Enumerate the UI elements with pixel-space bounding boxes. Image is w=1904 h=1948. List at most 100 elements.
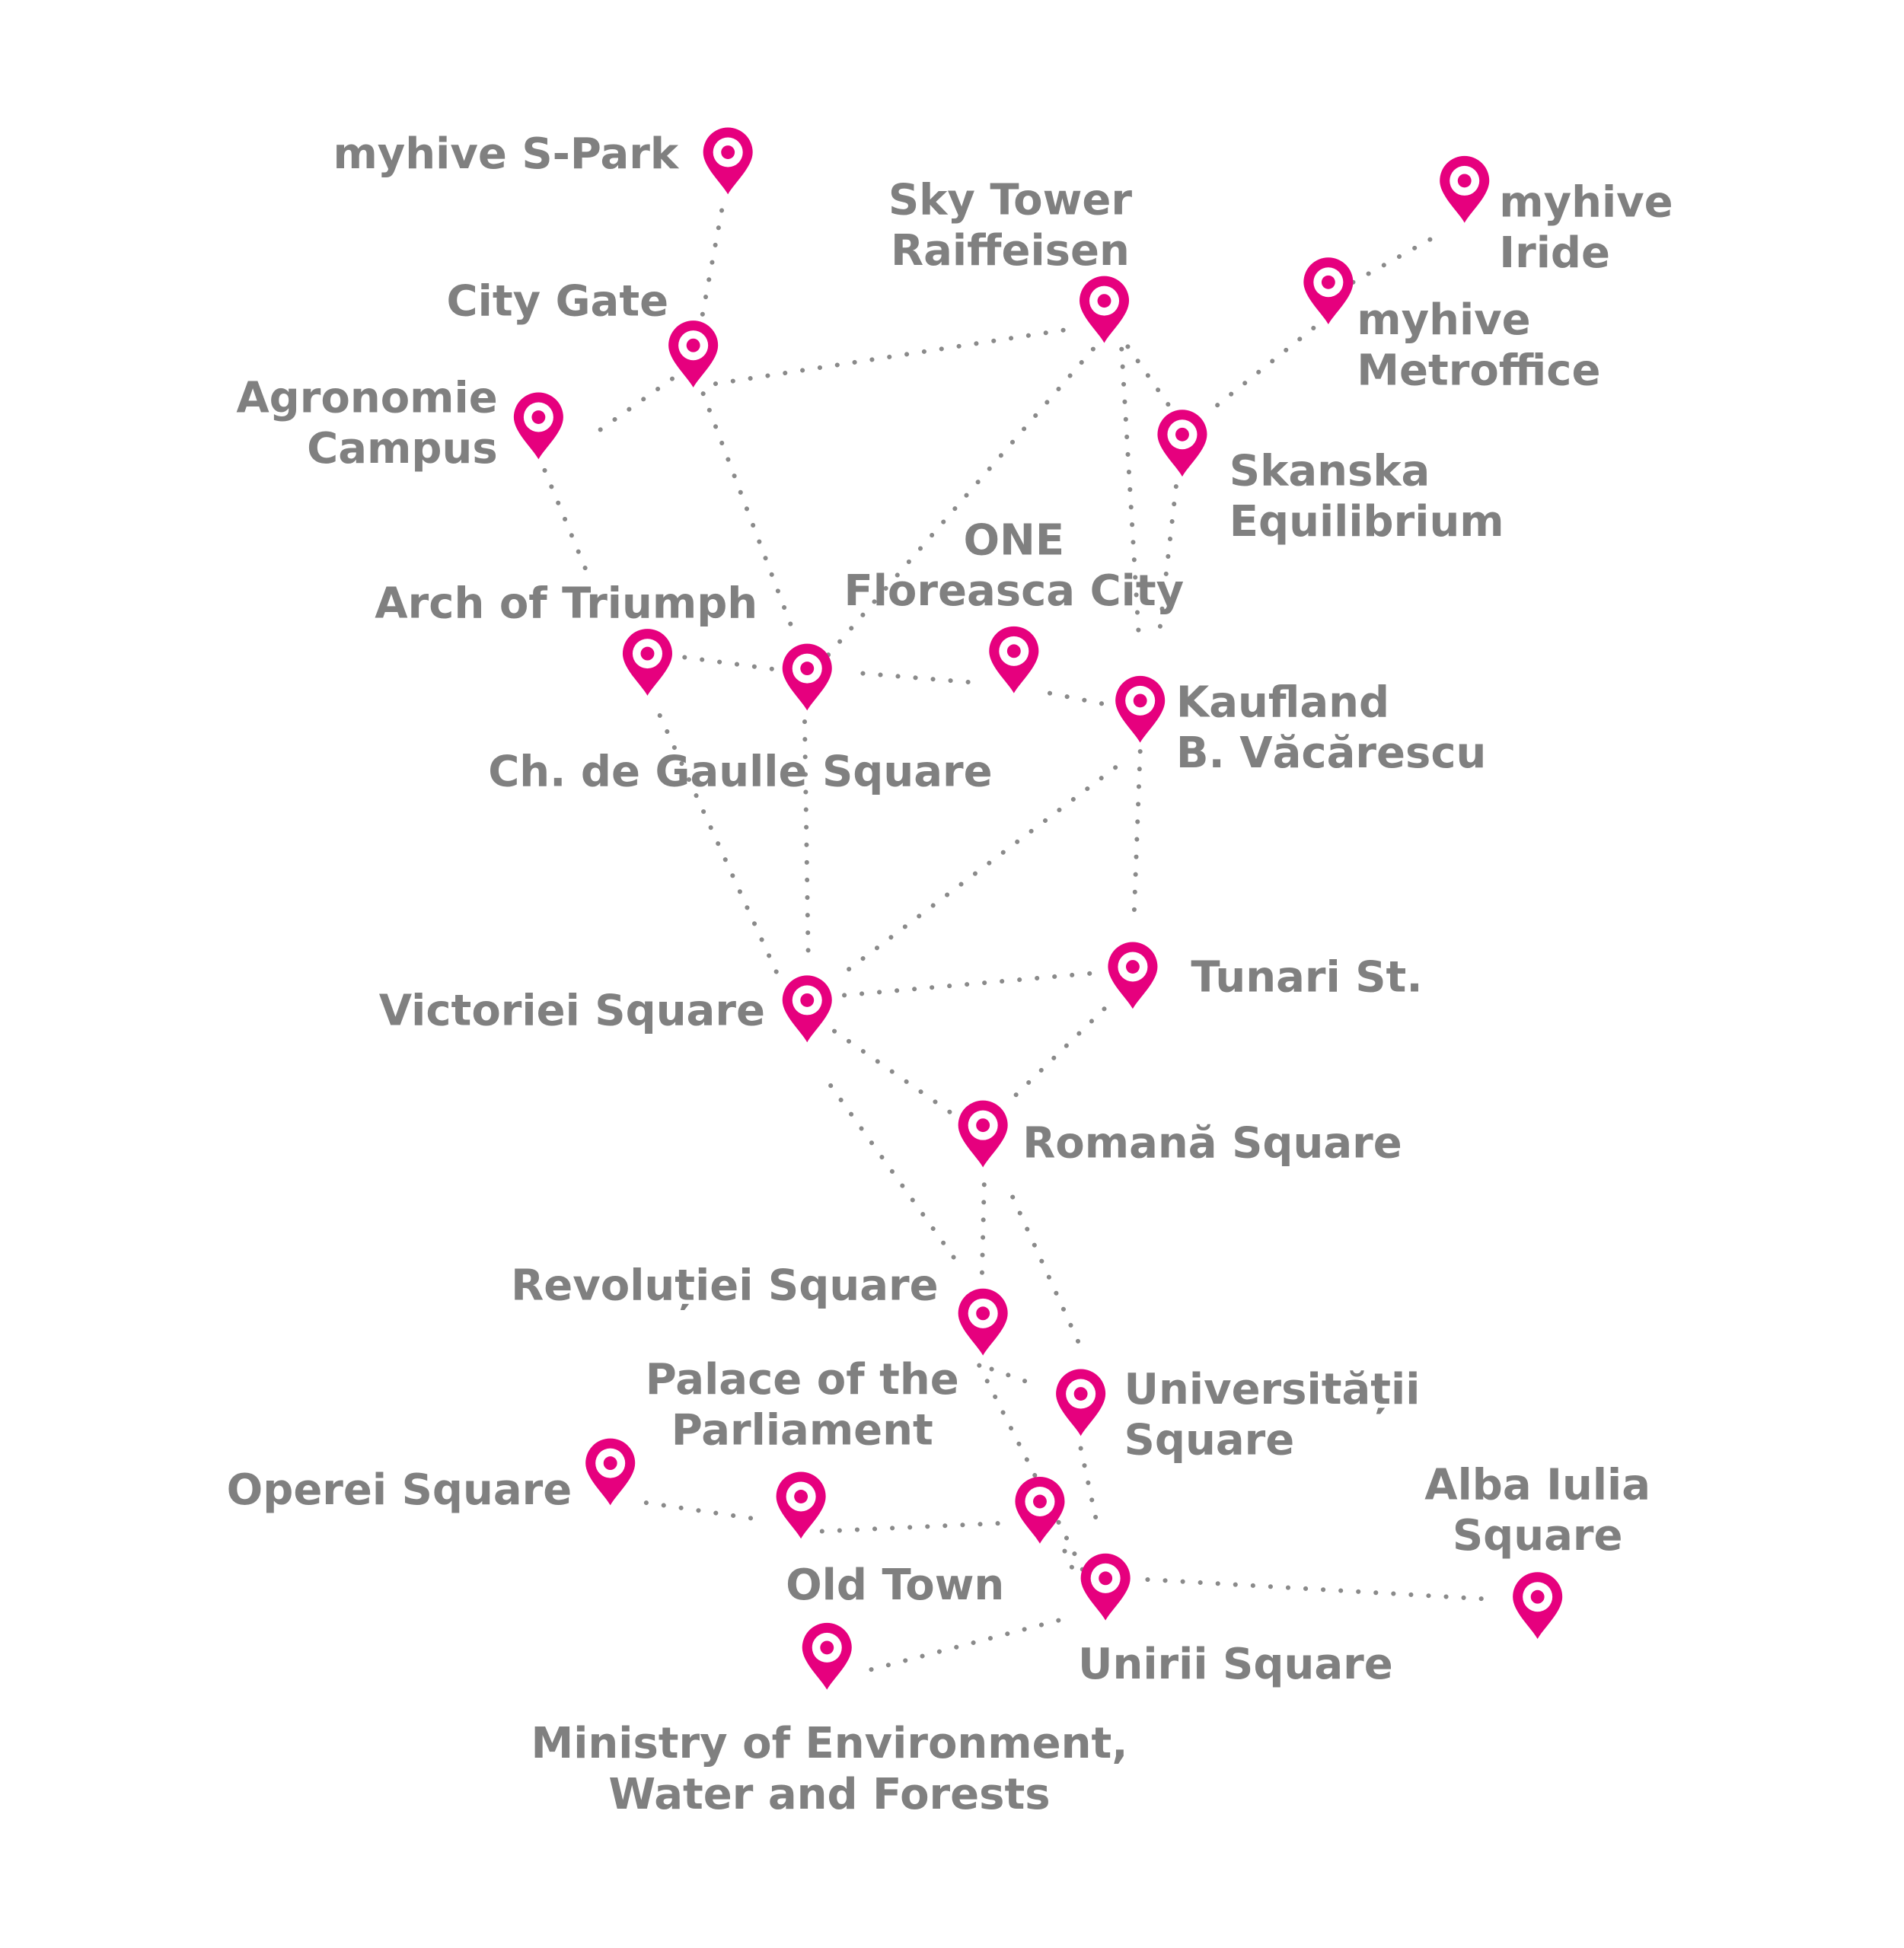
- location-label-line: B. Văcărescu: [1176, 729, 1487, 778]
- location-pin-icon[interactable]: [782, 975, 832, 1043]
- location-pin-icon[interactable]: [782, 643, 832, 711]
- route-segment: [832, 1028, 957, 1118]
- location-label-line: Arch of Triumph: [375, 579, 757, 628]
- route-segment: [713, 325, 1080, 387]
- location-label-line: Unirii Square: [1078, 1640, 1393, 1689]
- route-segment: [589, 376, 675, 438]
- location-pin-icon[interactable]: [1303, 257, 1354, 325]
- location-pins: [513, 127, 1563, 1690]
- route-segment: [1006, 1006, 1107, 1105]
- location-label-line: Tunari St.: [1191, 953, 1422, 1003]
- location-label-old-town: Old Town: [786, 1561, 1004, 1610]
- route-segment: [1210, 325, 1316, 411]
- location-label-line: myhive: [1357, 295, 1530, 345]
- location-pin-icon[interactable]: [1513, 1572, 1563, 1640]
- route-segment: [1145, 1577, 1494, 1602]
- route-segment: [979, 1182, 987, 1289]
- route-segment: [1125, 344, 1176, 415]
- route-segment: [1351, 230, 1445, 285]
- location-label-line: Raiffeisen: [891, 226, 1130, 276]
- location-pin-icon[interactable]: [1440, 155, 1490, 223]
- route-segment: [657, 713, 780, 977]
- location-pin-icon[interactable]: [1157, 410, 1207, 477]
- location-pin-icon[interactable]: [585, 1438, 636, 1506]
- location-label-line: ONE: [963, 516, 1064, 566]
- location-label-line: City Gate: [447, 277, 669, 327]
- location-label-ministry-of-environment: Ministry of Environment,Water and Forest…: [531, 1719, 1127, 1819]
- location-label-line: Square: [1453, 1511, 1623, 1561]
- route-segment: [542, 467, 589, 575]
- location-pin-icon[interactable]: [1079, 276, 1130, 343]
- location-label-line: Water and Forests: [608, 1770, 1050, 1819]
- location-label-line: Floreasca City: [844, 566, 1184, 616]
- location-pin-icon[interactable]: [1056, 1369, 1106, 1436]
- location-label-line: myhive: [1499, 178, 1673, 228]
- location-pin-icon[interactable]: [1015, 1476, 1065, 1544]
- location-label-line: Ch. de Gaulle Square: [488, 748, 992, 797]
- location-label-line: Operei Square: [227, 1465, 572, 1515]
- location-pin-icon[interactable]: [958, 1100, 1008, 1168]
- location-label-line: Ministry of Environment,: [531, 1719, 1127, 1768]
- location-label-line: Palace of the: [646, 1355, 959, 1404]
- location-pin-icon[interactable]: [989, 626, 1039, 693]
- location-label-line: Skanska: [1229, 446, 1430, 496]
- location-label-line: Metroffice: [1357, 346, 1600, 396]
- route-segment: [860, 671, 971, 685]
- location-label-line: Sky Tower: [888, 175, 1133, 225]
- route-segment: [818, 346, 1096, 666]
- location-label-city-gate: City Gate: [447, 277, 669, 327]
- route-segment: [682, 655, 780, 672]
- location-label-line: Universității: [1124, 1365, 1421, 1414]
- route-segment: [1010, 1194, 1087, 1358]
- route-segment: [819, 1520, 1018, 1534]
- route-segment: [989, 1366, 1042, 1389]
- location-label-line: Equilibrium: [1229, 497, 1504, 547]
- route-segment: [643, 1500, 767, 1522]
- location-label-line: Square: [1124, 1416, 1295, 1465]
- location-label-line: myhive S-Park: [333, 129, 679, 179]
- route-segment: [698, 208, 725, 327]
- location-label-unirii-square: Unirii Square: [1078, 1640, 1393, 1689]
- route-segment: [802, 719, 811, 968]
- location-pin-icon[interactable]: [513, 392, 563, 460]
- location-label-tunari-st: Tunari St.: [1191, 953, 1422, 1003]
- location-label-arch-of-triumph: Arch of Triumph: [375, 579, 757, 628]
- location-label-line: Alba Iulia: [1424, 1460, 1650, 1510]
- route-segment: [842, 971, 1099, 998]
- location-label-revolutiei-square: Revoluției Square: [511, 1261, 938, 1310]
- location-pin-icon[interactable]: [1108, 942, 1158, 1009]
- route-segment: [700, 391, 795, 632]
- location-label-line: Parliament: [671, 1406, 933, 1455]
- location-label-operei-square: Operei Square: [227, 1465, 572, 1515]
- location-pin-icon[interactable]: [622, 629, 672, 696]
- location-label-line: Romană Square: [1022, 1118, 1402, 1168]
- location-pin-icon[interactable]: [668, 320, 719, 387]
- route-segment: [1047, 690, 1121, 709]
- route-lines: [542, 208, 1494, 1675]
- location-pin-icon[interactable]: [958, 1288, 1008, 1356]
- location-label-line: Victoriei Square: [379, 986, 765, 1035]
- route-segment: [828, 1083, 965, 1271]
- location-label-victoriei-square: Victoriei Square: [379, 986, 765, 1035]
- location-label-line: Agronomie: [236, 374, 497, 423]
- location-pin-icon[interactable]: [1080, 1553, 1131, 1621]
- location-pin-icon[interactable]: [1115, 675, 1166, 743]
- location-pin-icon[interactable]: [776, 1471, 826, 1539]
- route-segment: [843, 765, 1118, 974]
- route-segment: [858, 1618, 1061, 1675]
- location-pin-icon[interactable]: [802, 1622, 852, 1690]
- route-segment: [1131, 749, 1143, 920]
- location-pin-icon[interactable]: [703, 127, 753, 195]
- location-label-ch-de-gaulle-square: Ch. de Gaulle Square: [488, 748, 992, 797]
- route-segment: [1078, 1446, 1101, 1532]
